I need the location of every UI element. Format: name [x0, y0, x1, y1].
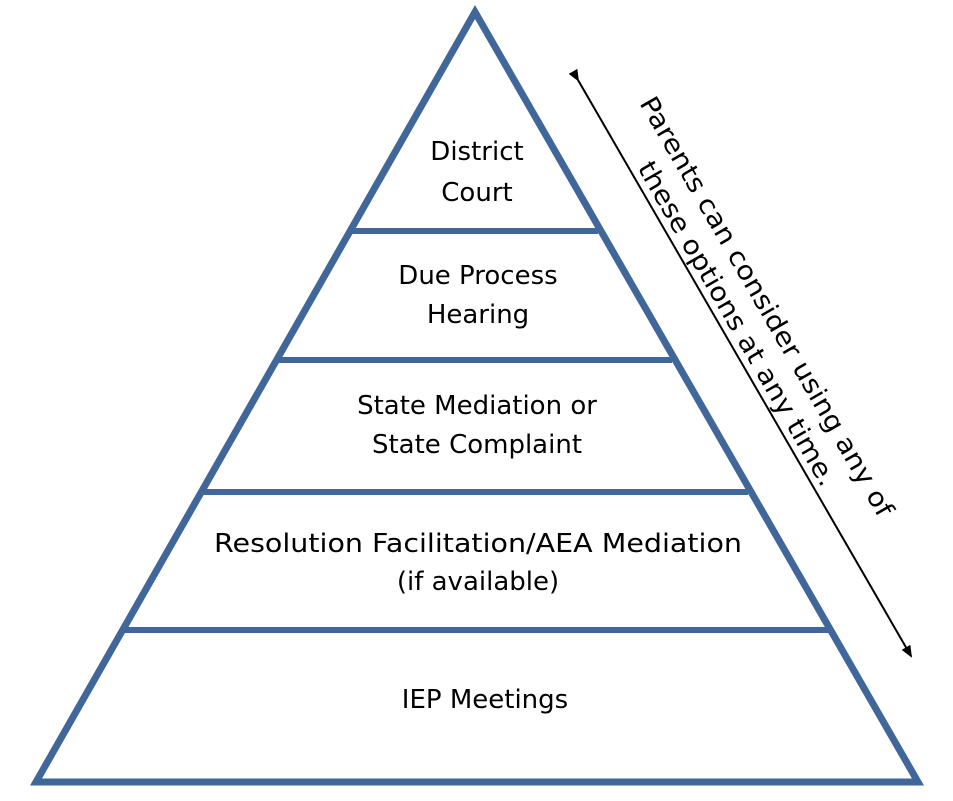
side-note-line1: Parents can consider using any of	[633, 92, 899, 523]
level-label-line2: State Complaint	[372, 430, 582, 460]
level-label-line2: Hearing	[427, 300, 529, 330]
level-label-line1: Resolution Facilitation/AEA Mediation	[214, 529, 742, 559]
level-label-line1: Due Process	[398, 261, 557, 291]
level-district-court: District Court	[430, 137, 523, 208]
level-label-line1: State Mediation or	[357, 391, 597, 421]
level-label-line1: IEP Meetings	[402, 685, 568, 715]
level-iep-meetings: IEP Meetings	[402, 685, 568, 715]
level-label-line2: (if available)	[397, 567, 559, 597]
range-arrow	[568, 68, 913, 658]
side-note-line2: these options at any time.	[631, 156, 842, 491]
level-resolution-facilitation: Resolution Facilitation/AEA Mediation (i…	[214, 529, 742, 597]
level-label-line2: Court	[441, 178, 512, 208]
level-state-mediation: State Mediation or State Complaint	[357, 391, 597, 460]
level-due-process-hearing: Due Process Hearing	[398, 261, 557, 330]
level-label-line1: District	[430, 137, 523, 167]
